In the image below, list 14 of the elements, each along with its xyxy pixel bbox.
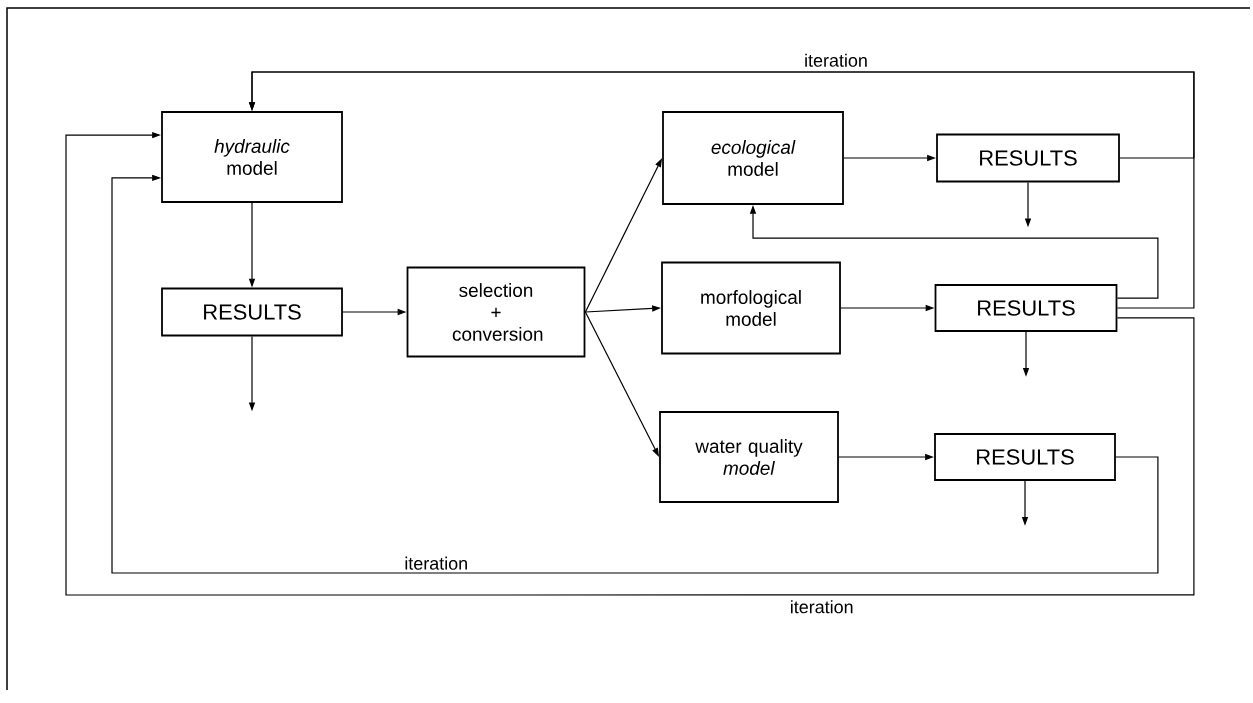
process-box: water quality model [659,411,839,503]
results-box: RESULTS [934,284,1118,332]
results-box: RESULTS [161,287,343,337]
arrow [111,174,1159,574]
edge-label: iteration [803,52,869,68]
edge-label: iteration [788,599,855,615]
process-box: morfological model [661,261,841,355]
edge-label: iteration [403,555,470,571]
process-box: selection + conversion [406,266,586,358]
process-box: hydraulic model [161,111,343,203]
process-box: ecological model [662,111,844,205]
arrow [65,131,1195,596]
results-box: RESULTS [936,133,1120,183]
results-box: RESULTS [934,433,1116,481]
